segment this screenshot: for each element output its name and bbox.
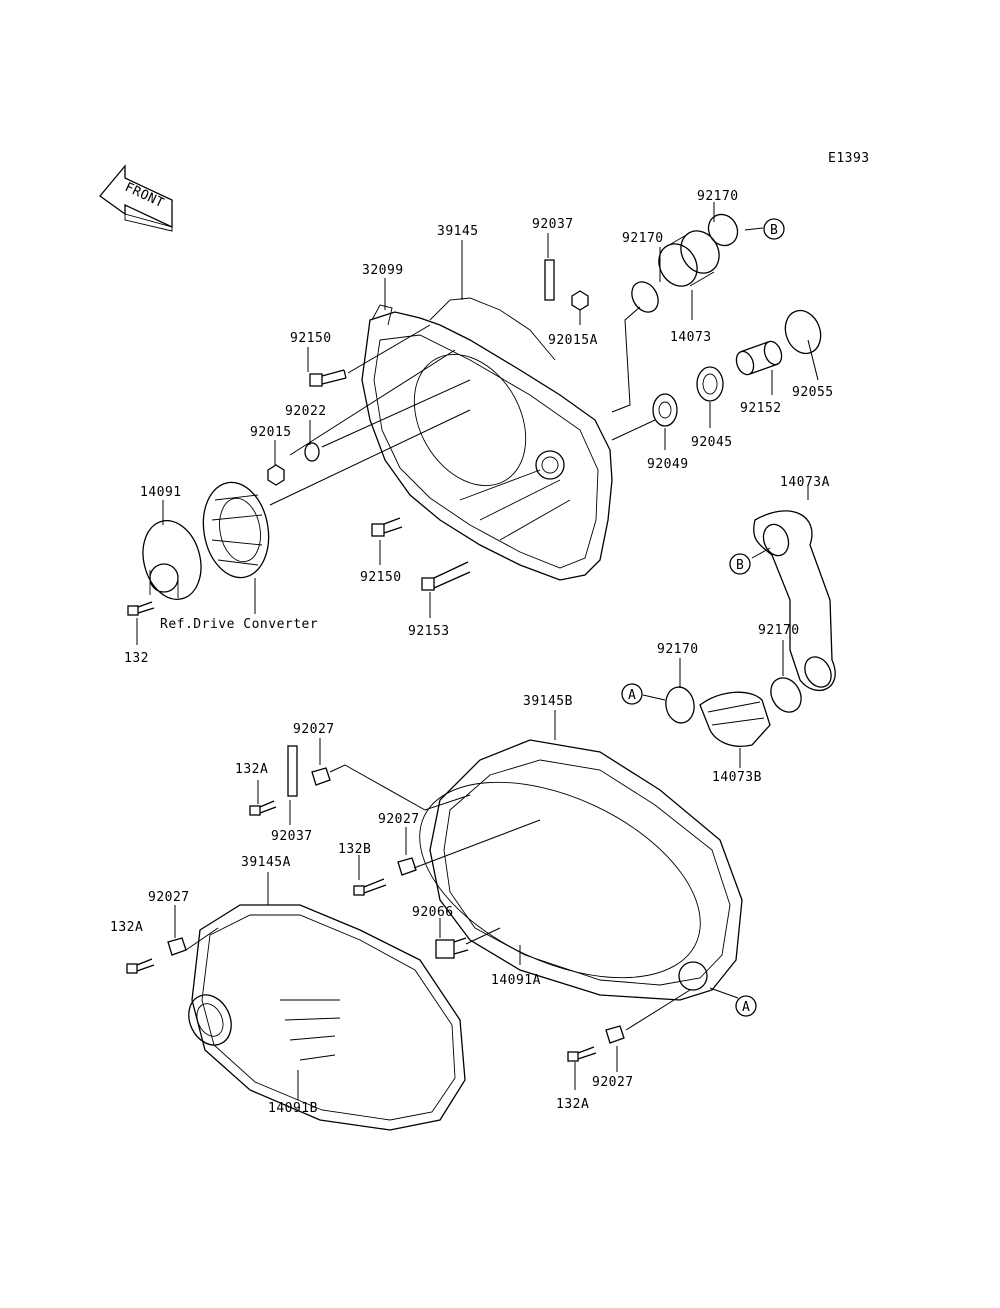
label-92152: 92152 xyxy=(740,401,782,416)
clamp-92170-left xyxy=(631,281,659,313)
sensor-92066 xyxy=(435,937,469,959)
label-39145: 39145 xyxy=(437,224,479,239)
label-92170-b: 92170 xyxy=(622,231,664,246)
clamp-92170-right xyxy=(770,677,802,713)
collar-92152 xyxy=(735,340,783,376)
bolt-132b xyxy=(353,878,387,896)
cover-14091 xyxy=(142,520,202,600)
hose-14073a xyxy=(753,510,836,691)
label-132: 132 xyxy=(124,651,149,666)
svg-text:B: B xyxy=(736,558,744,573)
label-132a-bot: 132A xyxy=(556,1097,589,1112)
seal-92049 xyxy=(652,393,678,427)
bolt-132a-top xyxy=(249,800,277,816)
label-39145b: 39145B xyxy=(523,694,573,709)
label-92015: 92015 xyxy=(250,425,292,440)
leader-lines xyxy=(136,202,819,1100)
label-92049: 92049 xyxy=(647,457,689,472)
label-92066: 92066 xyxy=(412,905,454,920)
hose-14073a-end-lower xyxy=(804,656,832,688)
label-92027-top: 92027 xyxy=(293,722,335,737)
label-92015a: 92015A xyxy=(548,333,598,348)
plate-92037-top xyxy=(544,259,555,301)
bearing-92045 xyxy=(696,366,724,402)
label-92037-mid: 92037 xyxy=(271,829,313,844)
label-92153: 92153 xyxy=(408,624,450,639)
svg-text:B: B xyxy=(770,223,778,238)
screw-92027-bot xyxy=(605,1025,625,1044)
bolt-132a-left xyxy=(126,958,155,974)
o-ring-92055 xyxy=(784,309,822,355)
label-32099: 32099 xyxy=(362,263,404,278)
label-92170-right: 92170 xyxy=(758,623,800,638)
clamp-92170-b xyxy=(707,213,739,247)
label-92037-top: 92037 xyxy=(532,217,574,232)
label-92027-bot: 92027 xyxy=(592,1075,634,1090)
callout-b-mid: B xyxy=(729,553,751,575)
hose-14073b xyxy=(699,691,771,747)
label-132b: 132B xyxy=(338,842,371,857)
bolt-92150-mid xyxy=(371,517,403,537)
gasket-39145 xyxy=(429,297,556,361)
screw-92027-top xyxy=(311,767,331,786)
clamp-92170-lower-left xyxy=(665,686,695,724)
label-92027-left: 92027 xyxy=(148,890,190,905)
label-92055: 92055 xyxy=(792,385,834,400)
label-92027-mid: 92027 xyxy=(378,812,420,827)
label-14091a: 14091A xyxy=(491,973,541,988)
callout-a-bot: A xyxy=(735,995,757,1017)
diagram-code: E1393 xyxy=(828,151,870,166)
outer-cover-39145b xyxy=(419,739,743,1001)
label-14073a: 14073A xyxy=(780,475,830,490)
callout-a-left: A xyxy=(621,683,643,705)
washer-92022 xyxy=(304,442,320,462)
label-39145a: 39145A xyxy=(241,855,291,870)
nut-92015 xyxy=(267,464,285,486)
label-132a-left: 132A xyxy=(110,920,143,935)
label-92170-top: 92170 xyxy=(697,189,739,204)
label-132a-top: 132A xyxy=(235,762,268,777)
svg-text:A: A xyxy=(742,1000,750,1015)
bolt-92150-top xyxy=(309,369,347,387)
label-92170-left: 92170 xyxy=(657,642,699,657)
drive-converter-pulley xyxy=(202,481,270,579)
label-14091b: 14091B xyxy=(268,1101,318,1116)
label-92022: 92022 xyxy=(285,404,327,419)
callout-b-top: B xyxy=(763,218,785,240)
label-14091: 14091 xyxy=(140,485,182,500)
label-92045: 92045 xyxy=(691,435,733,450)
bolt-92153 xyxy=(421,561,471,591)
screw-92027-mid xyxy=(397,857,417,876)
svg-text:A: A xyxy=(628,688,636,703)
label-14073: 14073 xyxy=(670,330,712,345)
ref-note: Ref.Drive Converter xyxy=(160,617,318,632)
plate-92037-mid xyxy=(287,745,298,797)
outer-cover-14091b xyxy=(188,904,466,1131)
bolt-132 xyxy=(127,601,155,616)
label-92150-top: 92150 xyxy=(290,331,332,346)
hose-14073a-end xyxy=(762,523,790,557)
inner-cover-39145 xyxy=(361,304,613,581)
label-14073b: 14073B xyxy=(712,770,762,785)
label-92150-mid: 92150 xyxy=(360,570,402,585)
front-arrow-icon: FRONT xyxy=(99,164,173,232)
nut-92015a xyxy=(571,290,589,311)
screw-92027-left xyxy=(167,937,187,956)
bolt-132a-bot xyxy=(567,1046,597,1062)
